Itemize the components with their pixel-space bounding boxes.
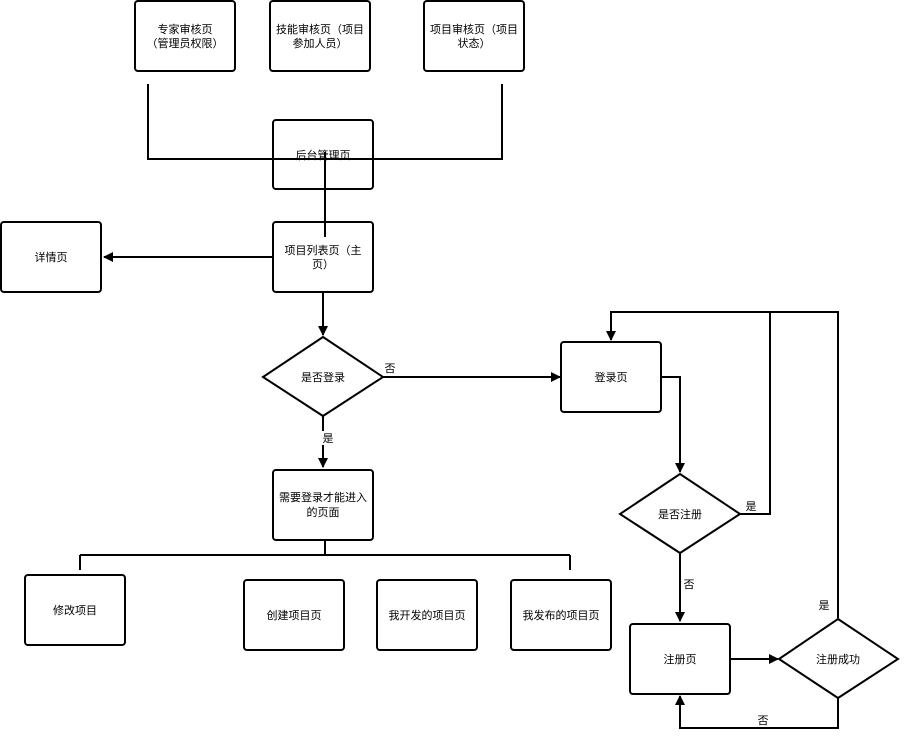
node-skill-review[interactable]: 技能审核页（项目 参加人员）	[269, 0, 371, 72]
edge-required-bus	[79, 540, 571, 570]
edge-label-success-no: 否	[758, 714, 769, 727]
node-skill-review-line1: 技能审核页（项目	[276, 22, 364, 36]
node-create-project-label: 创建项目页	[267, 608, 322, 622]
node-create-project[interactable]: 创建项目页	[243, 579, 345, 651]
node-detail[interactable]: 详情页	[0, 221, 102, 293]
node-project-list[interactable]: 项目列表页（主 页）	[272, 221, 374, 293]
edge-label-not-registered: 否	[684, 578, 695, 591]
node-register-label: 注册页	[664, 652, 697, 666]
node-register-success[interactable]: 注册成功	[777, 617, 900, 700]
node-register[interactable]: 注册页	[629, 623, 731, 695]
node-project-review-line2: 状态）	[458, 36, 491, 50]
node-my-published[interactable]: 我发布的项目页	[510, 579, 612, 651]
node-login-required-line1: 需要登录才能进入	[279, 490, 367, 504]
edge-login-to-registered	[661, 376, 685, 473]
node-edit-project[interactable]: 修改项目	[24, 574, 126, 646]
node-login-label: 登录页	[595, 370, 628, 384]
node-login[interactable]: 登录页	[560, 341, 662, 413]
node-is-logged-in[interactable]: 是否登录	[261, 335, 385, 418]
edge-expert-review-bus	[147, 84, 503, 160]
node-project-review[interactable]: 项目审核页（项目 状态）	[423, 0, 525, 72]
node-my-developed[interactable]: 我开发的项目页	[376, 579, 478, 651]
edge-label-success-yes: 是	[819, 599, 830, 612]
node-is-registered-label: 是否注册	[658, 507, 702, 521]
node-login-required-line2: 的页面	[307, 505, 340, 519]
node-expert-review-line2: （管理员权限）	[147, 36, 224, 50]
node-expert-review-line1: 专家审核页	[158, 22, 213, 36]
edge-label-bg	[321, 431, 335, 445]
node-login-required[interactable]: 需要登录才能进入 的页面	[272, 469, 374, 541]
node-skill-review-line2: 参加人员）	[293, 36, 348, 50]
edge-success-no	[675, 695, 839, 729]
edge-label-bg	[383, 361, 397, 375]
edge-label-not-logged-in: 否	[385, 362, 396, 375]
node-detail-label: 详情页	[35, 250, 68, 264]
edge-label-logged-in: 是	[323, 432, 334, 445]
node-project-list-line1: 项目列表页（主	[285, 243, 362, 257]
node-project-review-line1: 项目审核页（项目	[430, 22, 518, 36]
node-my-developed-label: 我开发的项目页	[389, 608, 466, 622]
node-register-success-label: 注册成功	[816, 652, 860, 666]
edge-label-bg	[682, 577, 696, 591]
edges	[79, 84, 839, 729]
node-expert-review[interactable]: 专家审核页 （管理员权限）	[134, 0, 236, 72]
node-is-registered[interactable]: 是否注册	[618, 472, 742, 555]
node-project-list-line2: 页）	[312, 258, 334, 271]
edge-labels: 否 是 是 否 是 否	[321, 361, 830, 727]
node-admin-label: 后台管理页	[296, 148, 351, 162]
node-admin[interactable]: 后台管理页	[272, 119, 374, 190]
edge-success-yes	[770, 311, 839, 618]
edge-label-registered: 是	[746, 500, 757, 513]
node-my-published-label: 我发布的项目页	[523, 608, 600, 622]
node-edit-project-label: 修改项目	[53, 603, 97, 617]
node-is-logged-in-label: 是否登录	[301, 370, 345, 384]
nodes: 专家审核页 （管理员权限） 技能审核页（项目 参加人员） 项目审核页（项目 状态…	[0, 0, 900, 700]
